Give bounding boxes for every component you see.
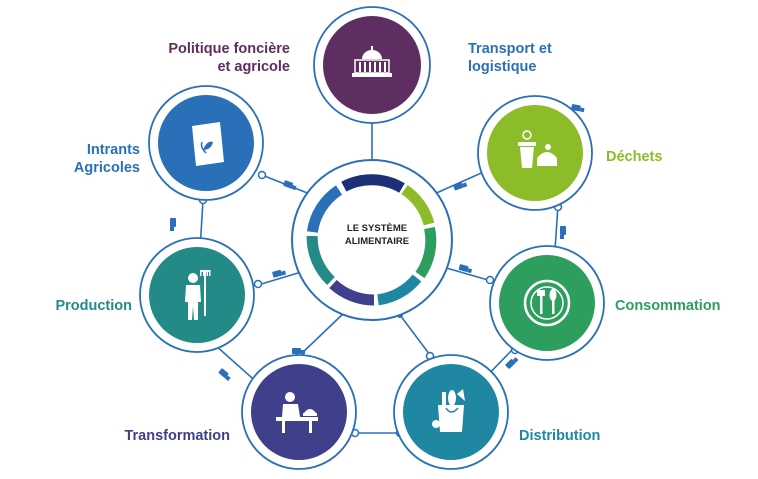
farmer-icon: [185, 270, 211, 320]
label-transformation: Transformation: [124, 428, 230, 444]
label-transport: Transport et logistique: [468, 40, 608, 76]
grocery-bag-icon: [432, 389, 465, 432]
node-distribution: [393, 354, 509, 470]
node-politique: [313, 6, 431, 124]
node-transformation: [241, 354, 357, 470]
seed-bag-icon: [192, 122, 224, 166]
node-production: [139, 237, 255, 353]
government-building-icon: [352, 46, 392, 77]
label-politique-line1: Politique foncière: [168, 41, 290, 57]
label-dechets: Déchets: [606, 149, 663, 165]
center-title: LE SYSTÈME ALIMENTAIRE: [322, 222, 432, 248]
node-intrants: [148, 85, 264, 201]
waste-bin-icon: [518, 130, 557, 168]
cook-icon: [276, 392, 318, 433]
center-title-line2: ALIMENTAIRE: [344, 236, 410, 247]
label-politique-line2: et agricole: [217, 59, 290, 75]
node-consommation: [489, 245, 605, 361]
label-politique: Politique foncière et agricole: [120, 40, 290, 76]
center-title-line1: LE SYSTÈME: [346, 223, 408, 234]
node-dechets: [477, 95, 593, 211]
plate-utensils-icon: [523, 279, 571, 327]
label-transport-line1: Transport et: [468, 41, 552, 57]
label-intrants: Intrants Agricoles: [40, 141, 140, 177]
center-system: [291, 159, 453, 321]
label-transport-line2: logistique: [468, 59, 537, 75]
label-intrants-line1: Intrants: [86, 142, 140, 158]
label-consommation: Consommation: [615, 298, 721, 314]
label-intrants-line2: Agricoles: [73, 160, 140, 176]
label-distribution: Distribution: [519, 428, 601, 444]
label-production: Production: [55, 298, 132, 314]
